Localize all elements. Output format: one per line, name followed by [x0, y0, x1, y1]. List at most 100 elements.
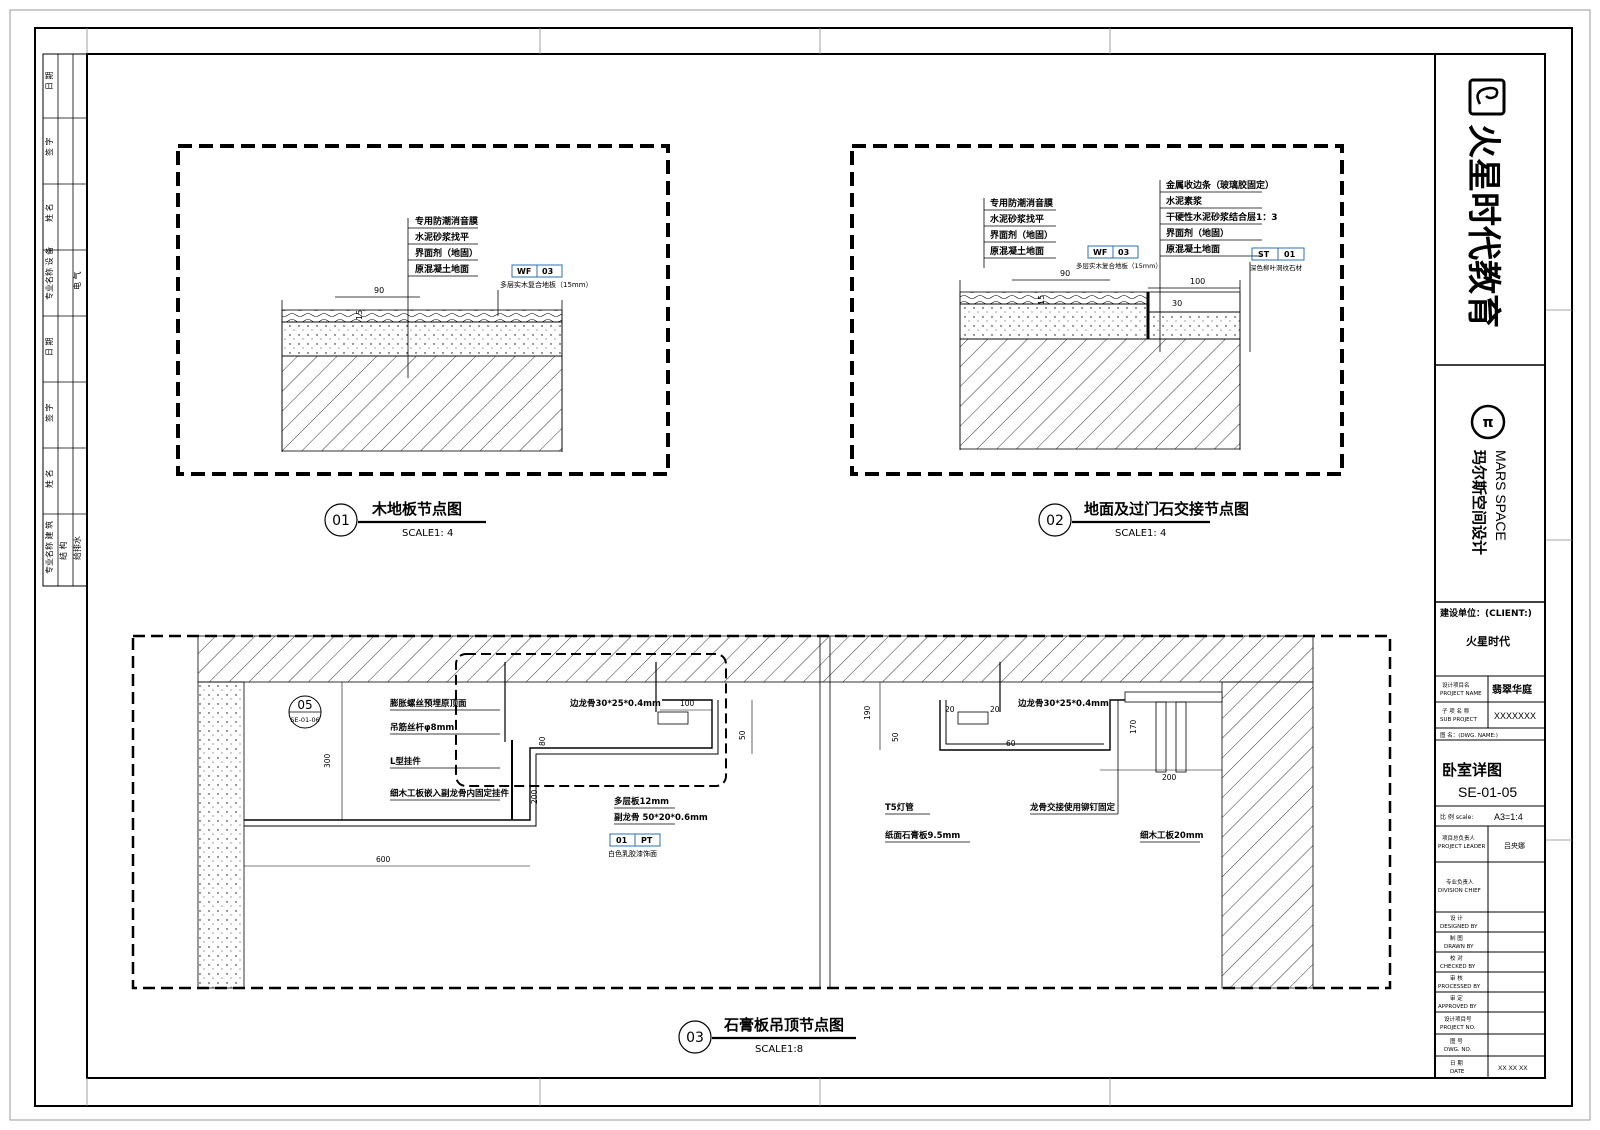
detail-03-tag-note: 白色乳胶漆饰面	[608, 849, 657, 858]
detail-01-number-bubble	[324, 503, 358, 537]
detail-02-right-label-2: 水泥素浆	[1166, 195, 1203, 207]
detail-03-dim-20: 20	[945, 705, 955, 714]
detail-03-tag-num: 01	[616, 836, 628, 845]
detail-01-label-4: 原混凝土地面	[415, 263, 469, 275]
detail-03-right-wall	[1221, 681, 1314, 989]
processed-en: PROCESSED BY	[1438, 984, 1481, 990]
detail-01-label-1: 专用防潮消音膜	[415, 215, 479, 227]
strip-label-sign2: 签 字	[44, 403, 54, 422]
left-signature-strip: 日 期 签 字 姓 名 专业名称 设 备 电 气 日 期 签 字 姓 名 专业名…	[42, 53, 88, 587]
detail-02-frame	[850, 144, 1344, 476]
detail-03-dim-20b: 20	[990, 705, 1000, 714]
detail-03-dim-300: 300	[323, 753, 332, 768]
detail-03-dim-600: 600	[376, 855, 391, 864]
detail-02-title: 地面及过门石交接节点图	[1084, 500, 1249, 518]
detail-03-dim-80: 80	[538, 736, 547, 746]
dwg-number: SE-01-05	[1458, 784, 1517, 800]
strip-label-specialty2: 专业名称 建 筑	[44, 521, 54, 574]
detail-02-left-label-2: 水泥砂浆找平	[990, 213, 1044, 225]
detail-03-ref-sheet: SE-01-06	[290, 716, 319, 724]
detail-02-right-label-4: 界面剂（地固）	[1166, 227, 1229, 239]
sub-label-cn: 子 项 名 称	[1442, 707, 1470, 715]
svg-text:π: π	[1482, 415, 1493, 431]
detail-03-dim-50b: 50	[891, 732, 900, 742]
detail-03-callout-frame	[455, 653, 727, 787]
brand-logo-mars-edu: 火星时代教育	[1463, 78, 1506, 328]
detail-02-tag-left-note: 多层实木复合地板（15mm）	[1076, 261, 1162, 270]
detail-01-tag-num: 03	[542, 267, 553, 276]
strip-label-structure: 结 构	[58, 541, 68, 560]
detail-01: 专用防潮消音膜 水泥砂浆找平 界面剂（地固） 原混凝土地面 WF 03 多层实木…	[176, 144, 670, 539]
detail-03-label-wood-board: 细木工板20mm	[1140, 830, 1204, 841]
detail-02-left-label-4: 原混凝土地面	[990, 245, 1044, 257]
detail-01-label-2: 水泥砂浆找平	[415, 231, 469, 243]
drawn-en: DRAWN BY	[1444, 944, 1474, 950]
detail-02-number: 02	[1046, 513, 1064, 529]
dwg-no-en: DWG. NO.	[1444, 1047, 1472, 1053]
leader-value: 吕央娜	[1504, 841, 1525, 850]
leader-label-cn: 项目总负责人	[1442, 834, 1476, 842]
detail-01-number: 01	[332, 513, 350, 529]
detail-02-dim-4: 30	[1172, 299, 1182, 308]
division-label-en: DIVISION CHIEF	[1438, 888, 1481, 894]
detail-02-concrete	[959, 338, 1241, 450]
detail-03-label-t5: T5灯管	[885, 802, 914, 813]
detail-03-label-hanger: L型挂件	[390, 756, 421, 767]
brand2-cn: 玛尔斯空间设计	[1470, 450, 1488, 555]
scale-label: 比 例 scale:	[1440, 813, 1473, 821]
detail-01-material-tag: WF 03 多层实木复合地板（15mm）	[500, 264, 593, 289]
detail-02-tag-left-num: 03	[1118, 248, 1129, 257]
outer-sheet-border	[9, 9, 1591, 1121]
detail-02-left-label-1: 专用防潮消音膜	[990, 197, 1054, 209]
date-value: XX XX XX	[1498, 1065, 1528, 1072]
detail-02-number-bubble	[1038, 503, 1072, 537]
date-cn: 日 期	[1450, 1060, 1463, 1067]
detail-02-tag-left-code: WF	[1093, 248, 1107, 257]
detail-03-label-gypsum: 纸面石膏板9.5mm	[885, 830, 960, 841]
project-value: 翡翠华庭	[1492, 683, 1533, 696]
detail-02-right-label-1: 金属收边条（玻璃胶固定）	[1165, 179, 1274, 191]
processed-cn: 审 核	[1450, 974, 1463, 982]
detail-03-paint-tag: 01 PT 白色乳胶漆饰面	[608, 833, 661, 858]
brand-name: 火星时代教育	[1463, 124, 1503, 328]
detail-03-left-wall	[197, 681, 245, 989]
detail-03-label-bolt: 膨胀螺丝预埋原顶面	[389, 698, 467, 709]
detail-02-right-label-3: 干硬性水泥砂浆结合层1：3	[1166, 211, 1278, 223]
detail-03-label-keel-joint: 龙骨交接使用铆钉固定	[1029, 802, 1116, 813]
detail-02-dim-3: 100	[1190, 277, 1205, 286]
strip-label-name2: 姓 名	[44, 469, 54, 488]
detail-03-label-sub-keel: 副龙骨 50*20*0.6mm	[614, 812, 708, 823]
sub-label-en: SUB PROJECT	[1440, 717, 1477, 723]
detail-03-scale: SCALE1:8	[755, 1044, 803, 1055]
detail-01-dim-thickness: 15	[355, 310, 364, 320]
detail-03-label-edge-keel-2: 边龙骨30*25*0.4mm	[1017, 698, 1109, 709]
strip-label-specialty: 专业名称 设 备	[44, 247, 54, 300]
strip-label-name: 姓 名	[44, 203, 54, 222]
project-no-en: PROJECT NO.	[1440, 1025, 1476, 1031]
project-label-en: PROJECT NAME	[1440, 691, 1482, 697]
date-en: DATE	[1450, 1069, 1465, 1075]
detail-03-label-board-fix: 细木工板嵌入副龙骨内固定挂件	[390, 788, 510, 799]
detail-01-label-3: 界面剂（地固）	[415, 247, 478, 259]
detail-03-frame	[131, 634, 1392, 990]
drawn-cn: 制 图	[1450, 934, 1463, 942]
detail-03-label-edge-keel: 边龙骨30*25*0.4mm	[569, 698, 661, 709]
detail-03-dim-200: 200	[530, 789, 539, 804]
detail-03-dim-190: 190	[863, 705, 872, 720]
detail-03-dim-100: 100	[680, 699, 695, 708]
title-block: 火星时代教育 π MARS SPACE 玛尔斯空间设计 建设单位：(CLIENT…	[1434, 53, 1546, 1079]
detail-03-label-plywood: 多层板12mm	[614, 796, 669, 807]
strip-label-drainage: 给排水	[72, 536, 82, 560]
division-label-cn: 专业负责人	[1446, 878, 1474, 886]
detail-01-concrete	[281, 355, 563, 452]
detail-01-frame	[176, 144, 670, 476]
drawing-frame	[86, 53, 1546, 1079]
detail-01-scale: SCALE1: 4	[402, 528, 453, 539]
detail-03-tag-code: PT	[641, 836, 653, 845]
checked-cn: 校 对	[1450, 954, 1463, 962]
detail-03-light-fixture	[1155, 701, 1187, 773]
dwg-name: 卧室详图	[1442, 761, 1502, 779]
strip-label-sign: 签 字	[44, 137, 54, 156]
designed-en: DESIGNED BY	[1440, 924, 1478, 930]
